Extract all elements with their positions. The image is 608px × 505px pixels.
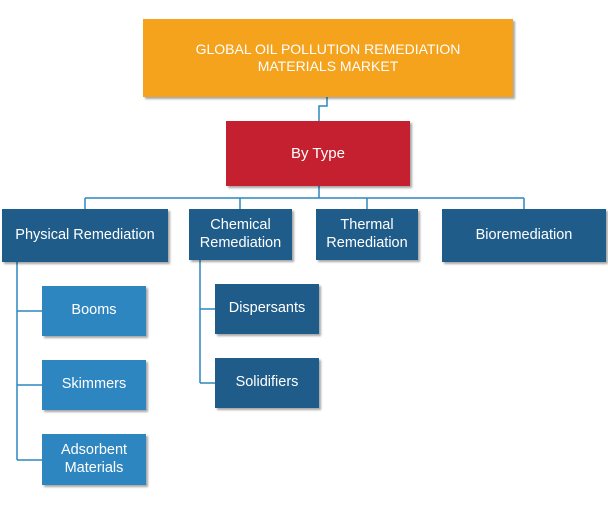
connector-root-type (318, 97, 328, 121)
category-thermal-remediation: Thermal Remediation (316, 209, 418, 260)
by-type-label: By Type (291, 144, 345, 162)
subitem-label: Skimmers (61, 376, 127, 393)
category-chemical-remediation: Chemical Remediation (189, 209, 292, 260)
subitem-label: Dispersants (228, 300, 306, 317)
subitem-booms: Booms (42, 286, 146, 336)
category-label: Bioremediation (475, 226, 573, 243)
by-type-box: By Type (226, 121, 410, 186)
subitem-skimmers: Skimmers (42, 360, 146, 410)
root-label: GLOBAL OIL POLLUTION REMEDIATION MATERIA… (195, 41, 461, 74)
category-physical-remediation: Physical Remediation (2, 209, 168, 262)
subitem-dispersants: Dispersants (215, 284, 319, 334)
subitem-label: Solidifiers (235, 374, 299, 391)
root-market-box: GLOBAL OIL POLLUTION REMEDIATION MATERIA… (143, 19, 513, 97)
category-label: Physical Remediation (15, 226, 155, 243)
subitem-adsorbent-materials: Adsorbent Materials (42, 434, 146, 485)
category-label: Thermal Remediation (326, 217, 408, 251)
subitem-label: Adsorbent Materials (60, 442, 128, 476)
category-bioremediation: Bioremediation (442, 209, 606, 262)
category-label: Chemical Remediation (199, 217, 282, 251)
subitem-label: Booms (71, 302, 117, 319)
subitem-solidifiers: Solidifiers (215, 358, 319, 408)
